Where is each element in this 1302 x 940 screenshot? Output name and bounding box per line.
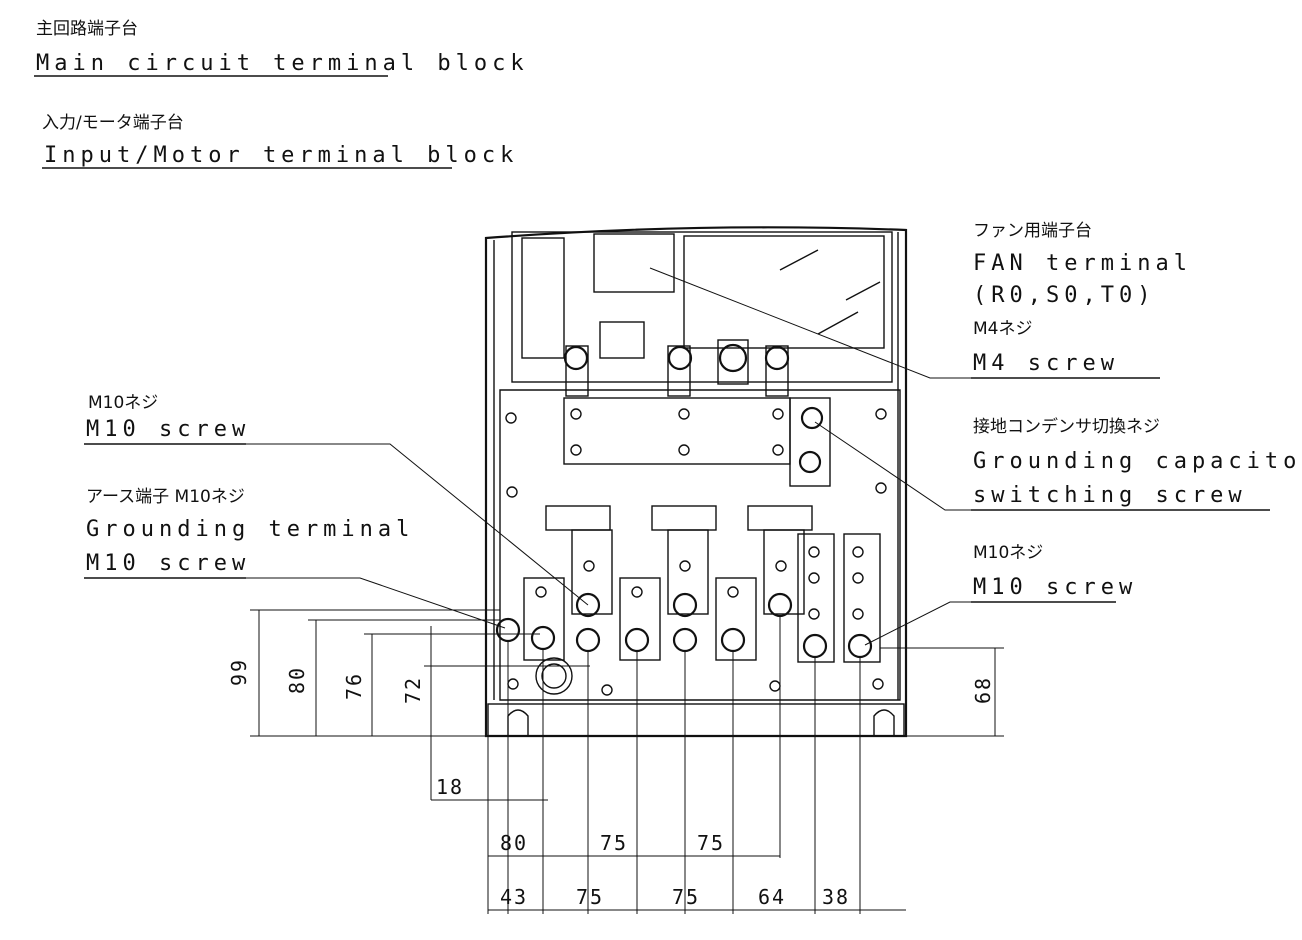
grounding-terminal-en: Grounding terminal [86, 517, 414, 542]
inverter-outline [484, 226, 908, 738]
capacitor-screw-jp: 接地コンデンサ切換ネジ [973, 416, 1160, 437]
fan-terminal-jp: ファン用端子台 [973, 221, 1092, 241]
capacitor-screw-en1: Grounding capacitor [973, 449, 1302, 474]
dimension-lines [250, 609, 1004, 914]
dim-row2-1: 75 [576, 885, 604, 909]
m10-screw-right-jp: M10ネジ [973, 543, 1043, 563]
dim-row1-0: 80 [500, 831, 528, 855]
dim-vertical-72: 72 [401, 676, 425, 704]
dim-vertical-76: 76 [342, 672, 366, 700]
dim-row2-2: 75 [672, 885, 700, 909]
m10-screw-left-jp: M10ネジ [88, 393, 158, 413]
dim-row1-1: 75 [600, 831, 628, 855]
dim-row2-0: 43 [500, 885, 528, 909]
capacitor-screw-en2: switching screw [973, 483, 1247, 508]
terminal-screws [495, 343, 887, 696]
dim-row2-4: 38 [822, 885, 850, 909]
grounding-terminal-jp: アース端子 M10ネジ [86, 487, 245, 507]
fan-screw-jp: M4ネジ [973, 319, 1032, 339]
input-block-title-jp: 入力/モータ端子台 [42, 113, 184, 133]
leader-lines [246, 267, 1160, 646]
main-block-title-jp: 主回路端子台 [36, 19, 138, 39]
fan-screw-en: M4 screw [973, 351, 1119, 376]
dim-row1-2: 75 [697, 831, 725, 855]
fan-terminal-codes: (R0,S0,T0) [973, 283, 1155, 308]
dim-offset-18: 18 [436, 775, 464, 799]
grounding-terminal-screw-en: M10 screw [86, 551, 250, 576]
m10-screw-left-en: M10 screw [86, 417, 250, 442]
dim-vertical-99: 99 [227, 658, 251, 686]
m10-screw-right-en: M10 screw [973, 575, 1137, 600]
input-block-title-en: Input/Motor terminal block [44, 143, 518, 168]
dim-vertical-80: 80 [285, 666, 309, 694]
dim-row2-3: 64 [758, 885, 786, 909]
main-block-title-en: Main circuit terminal block [36, 51, 529, 76]
fan-terminal-en: FAN terminal [973, 251, 1192, 276]
dim-vertical-68: 68 [971, 676, 995, 704]
